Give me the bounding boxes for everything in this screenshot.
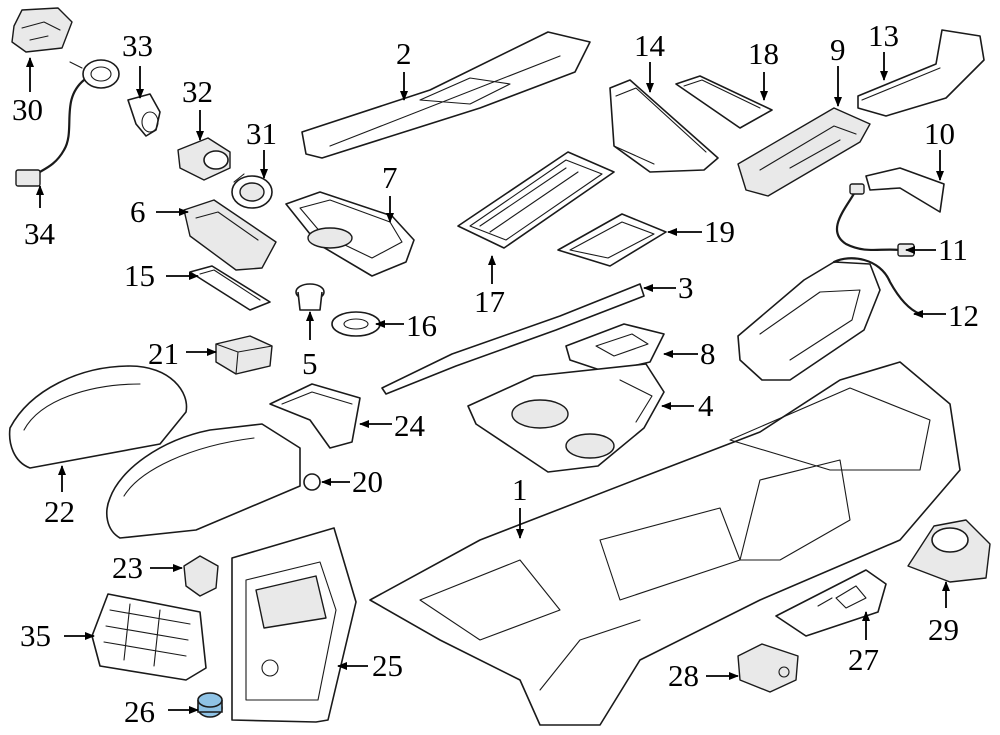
- part-14-box: [609, 79, 719, 173]
- part-33-clip: [127, 93, 161, 137]
- part-3-trim-strip: [381, 283, 645, 395]
- callout-24: 24: [394, 408, 426, 443]
- callout-29: 29: [928, 612, 959, 647]
- part-2-top-trim: [301, 31, 591, 159]
- part-21-block: [215, 335, 273, 375]
- part-34-socket-wire: [15, 59, 120, 187]
- callout-31: 31: [246, 116, 277, 151]
- callout-22: 22: [44, 494, 75, 529]
- part-29-gear-selector: [907, 519, 991, 583]
- part-11-wire-harness: [835, 183, 915, 257]
- callout-12: 12: [948, 298, 979, 333]
- part-18-lid: [675, 75, 773, 129]
- part-22-armrest-lid: [8, 365, 188, 469]
- part-15-mat: [189, 265, 271, 311]
- part-30-bracket: [11, 7, 73, 53]
- callout-2: 2: [396, 36, 412, 71]
- part-6-holder: [183, 199, 277, 271]
- callout-11: 11: [938, 232, 968, 267]
- callout-17: 17: [474, 284, 505, 319]
- callout-15: 15: [124, 258, 155, 293]
- callout-21: 21: [148, 336, 179, 371]
- callout-7: 7: [382, 160, 398, 195]
- callout-23: 23: [112, 550, 143, 585]
- callout-27: 27: [848, 642, 879, 677]
- callout-32: 32: [182, 74, 213, 109]
- callout-6: 6: [130, 194, 146, 229]
- part-19-small-mat: [557, 213, 667, 267]
- part-31-round-socket: [231, 173, 273, 209]
- part-10-bracket: [865, 167, 945, 213]
- part-4-cupholder-trim: [467, 363, 665, 473]
- callout-14: 14: [634, 28, 666, 63]
- callout-35: 35: [20, 618, 51, 653]
- callout-8: 8: [700, 336, 716, 371]
- callout-13: 13: [868, 18, 899, 53]
- part-12-bin: [737, 257, 922, 381]
- callout-26: 26: [124, 694, 155, 729]
- callout-1: 1: [512, 472, 528, 507]
- callout-10: 10: [924, 116, 955, 151]
- callout-25: 25: [372, 648, 403, 683]
- part-17-large-mat: [457, 151, 615, 249]
- part-25-rear-panel: [231, 527, 357, 723]
- callout-leaders: [26, 52, 950, 714]
- part-1-center-console: [369, 361, 961, 726]
- callout-3: 3: [678, 270, 694, 305]
- part-35-vent: [91, 593, 207, 681]
- callout-4: 4: [698, 388, 714, 423]
- callout-9: 9: [830, 32, 846, 67]
- callout-labels: 30 34 33 32 31 2 7 6 15 5 16 21 17 19 14…: [12, 18, 979, 729]
- part-7-storage-tray: [285, 191, 415, 277]
- part-20-armrest: [106, 423, 321, 539]
- part-9-tray-module: [737, 107, 871, 197]
- part-26-button: [197, 692, 223, 718]
- callout-16: 16: [406, 308, 437, 343]
- part-16-ring: [331, 311, 381, 337]
- callout-28: 28: [668, 658, 699, 693]
- callout-5: 5: [302, 346, 318, 381]
- part-28-switch: [737, 643, 799, 693]
- callout-19: 19: [704, 214, 735, 249]
- part-5-plug: [295, 283, 325, 311]
- part-8-insert: [565, 323, 665, 373]
- part-23-clip: [183, 555, 219, 597]
- callout-30: 30: [12, 92, 43, 127]
- callout-18: 18: [748, 36, 779, 71]
- callout-34: 34: [24, 216, 56, 251]
- callout-33: 33: [122, 28, 153, 63]
- part-13-cover: [857, 29, 985, 117]
- part-27-switch-panel: [775, 569, 887, 637]
- part-24-cover-plate: [269, 383, 361, 449]
- callout-20: 20: [352, 464, 383, 499]
- part-32-lighter-socket: [177, 137, 231, 181]
